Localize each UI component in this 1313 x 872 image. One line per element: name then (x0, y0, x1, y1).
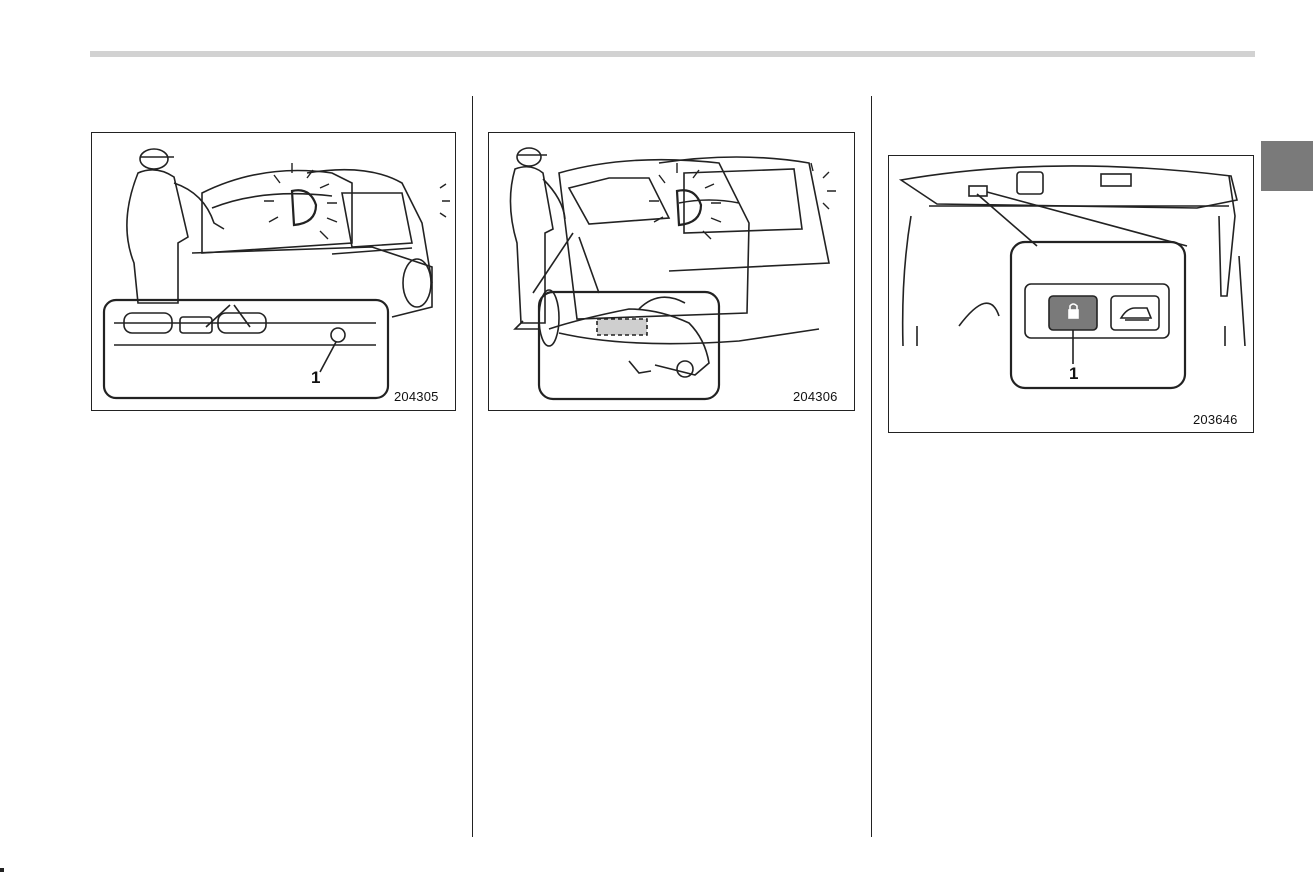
callout-number: 1 (1069, 364, 1078, 384)
figure-id: 204306 (793, 389, 838, 404)
corner-mark (0, 868, 4, 872)
rear-gate-latch-button-illustration-icon (92, 133, 457, 412)
door-handle-sensor-illustration-icon (489, 133, 856, 412)
figure-id: 203646 (1193, 412, 1238, 427)
rear-gate-lock-switch-illustration-icon (889, 156, 1255, 434)
callout-number: 1 (311, 368, 320, 388)
figure-rear-gate-lock-switch: 1 203646 (888, 155, 1254, 433)
figure-id: 204305 (394, 389, 439, 404)
column-divider-right (871, 96, 872, 837)
column-divider-left (472, 96, 473, 837)
figure-door-handle-sensor: 204306 (488, 132, 855, 411)
header-rule (90, 51, 1255, 57)
chapter-tab (1261, 141, 1313, 191)
figure-rear-gate-latch: 1 204305 (91, 132, 456, 411)
